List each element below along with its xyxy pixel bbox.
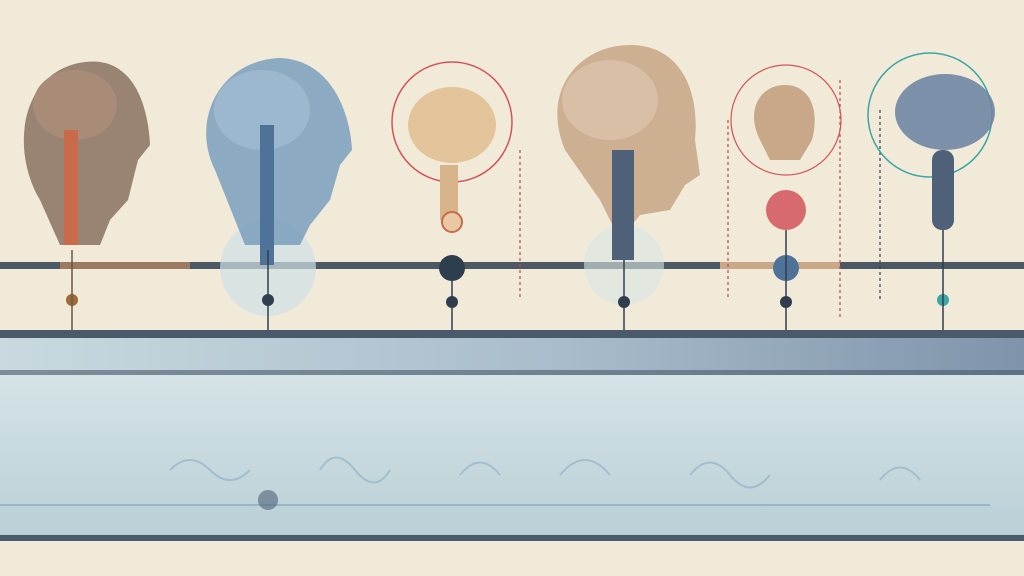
lower-panel: [0, 375, 1024, 541]
brain-icon: [562, 60, 658, 140]
decorative-curves: [169, 456, 921, 489]
timeline-node-icon: [439, 255, 465, 281]
upper-timeline: [0, 262, 1024, 269]
spine-icon: [64, 130, 78, 245]
brain-icon: [214, 70, 310, 150]
head-2: [206, 58, 352, 330]
middle-band: [0, 330, 1024, 405]
spine-icon: [612, 150, 634, 260]
head-3: [391, 61, 513, 330]
head-5: [730, 64, 842, 330]
skull-icon: [754, 85, 815, 160]
spine-icon: [260, 125, 274, 265]
brain-icon: [408, 87, 496, 163]
head-4: [557, 45, 700, 330]
head-1: [23, 61, 150, 330]
head-6: [867, 52, 995, 330]
brain-icon: [33, 70, 117, 140]
guide-lines: [519, 80, 881, 320]
brain-icon: [895, 74, 995, 150]
